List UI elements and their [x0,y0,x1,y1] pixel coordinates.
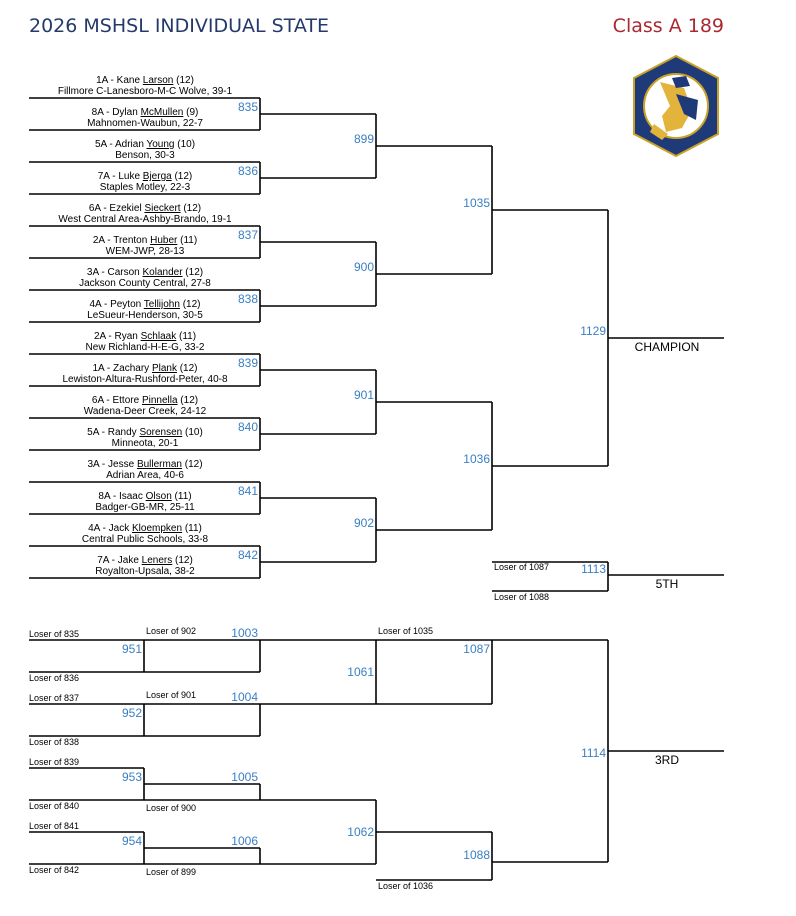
match-number: 1087 [463,642,490,656]
consolation-source: Loser of 902 [146,626,196,636]
match-number: 952 [122,706,142,720]
wrestler-name: 2A - Ryan Schlaak (11) [94,331,196,342]
consolation-source: Loser of 836 [29,673,79,683]
mshsl-wrestling-logo [633,54,719,158]
wrestler-name: 5A - Randy Sorensen (10) [87,427,203,438]
consolation-source: Loser of 899 [146,867,196,877]
wrestler-school: Mahnomen-Waubun, 22-7 [87,118,203,129]
consolation-source: Loser of 838 [29,737,79,747]
match-number: 951 [122,642,142,656]
final-match-number: 1129 [580,324,606,338]
consolation-source: Loser of 840 [29,801,79,811]
consolation-source: Loser of 900 [146,803,196,813]
match-number: 1004 [231,690,258,704]
wrestler-school: Staples Motley, 22-3 [100,182,191,193]
match-number: 1005 [231,770,258,784]
match-number: 1006 [231,834,258,848]
wrestler-name: 7A - Jake Leners (12) [97,555,193,566]
wrestler-name: 6A - Ezekiel Sieckert (12) [89,203,201,214]
wrestler-school: Adrian Area, 40-6 [106,470,184,481]
wrestler-name: 7A - Luke Bjerga (12) [98,171,193,182]
page-title: 2026 MSHSL INDIVIDUAL STATE [29,15,329,37]
match-number: 837 [238,228,258,242]
wrestler-school: West Central Area-Ashby-Brando, 19-1 [58,214,232,225]
wrestler-name: 4A - Peyton Tellijohn (12) [90,299,201,310]
wrestler-name: 8A - Isaac Olson (11) [98,491,191,502]
fifth-place-label: 5TH [656,577,679,591]
fifth-source-bottom: Loser of 1088 [494,592,549,602]
consolation-source: Loser of 1035 [378,626,433,636]
wrestler-school: Lewiston-Altura-Rushford-Peter, 40-8 [62,374,228,385]
wrestler-name: 8A - Dylan McMullen (9) [92,107,199,118]
consolation-source: Loser of 835 [29,629,79,639]
wrestler-school: Jackson County Central, 27-8 [79,278,211,289]
third-match-number: 1114 [581,746,606,760]
wrestler-name: 1A - Zachary Plank (12) [92,363,197,374]
fifth-match-number: 1113 [581,562,606,576]
wrestler-school: LeSueur-Henderson, 30-5 [87,310,203,321]
wrestler-school: New Richland-H-E-G, 33-2 [86,342,205,353]
match-number: 901 [354,388,374,402]
wrestler-name: 5A - Adrian Young (10) [95,139,195,150]
consolation-source: Loser of 842 [29,865,79,875]
match-number: 1036 [463,452,490,466]
match-number: 835 [238,100,258,114]
third-place-label: 3RD [655,753,679,767]
match-number: 954 [122,834,142,848]
wrestler-school: Royalton-Upsala, 38-2 [95,566,195,577]
class-weight-title: Class A 189 [612,15,724,37]
match-number: 1088 [463,848,490,862]
wrestler-school: Central Public Schools, 33-8 [82,534,209,545]
fifth-source-top: Loser of 1087 [494,562,549,572]
match-number: 840 [238,420,258,434]
consolation-source: Loser of 841 [29,821,79,831]
wrestler-school: Benson, 30-3 [115,150,175,161]
wrestler-school: Wadena-Deer Creek, 24-12 [84,406,207,417]
consolation-source: Loser of 1036 [378,881,433,891]
champion-label: CHAMPION [635,340,700,354]
match-number: 1035 [463,196,490,210]
consolation-source: Loser of 839 [29,757,79,767]
wrestler-name: 6A - Ettore Pinnella (12) [92,395,198,406]
match-number: 900 [354,260,374,274]
match-number: 836 [238,164,258,178]
match-number: 1061 [347,665,374,679]
match-number: 899 [354,132,374,146]
wrestler-name: 1A - Kane Larson (12) [96,75,194,86]
wrestler-school: Badger-GB-MR, 25-11 [95,502,195,513]
consolation-source: Loser of 837 [29,693,79,703]
wrestler-school: Fillmore C-Lanesboro-M-C Wolve, 39-1 [58,86,233,97]
match-number: 838 [238,292,258,306]
wrestler-school: WEM-JWP, 28-13 [106,246,185,257]
match-number: 902 [354,516,374,530]
match-number: 953 [122,770,142,784]
match-number: 839 [238,356,258,370]
match-number: 841 [238,484,258,498]
wrestler-name: 3A - Jesse Bullerman (12) [87,459,202,470]
consolation-source: Loser of 901 [146,690,196,700]
wrestler-name: 4A - Jack Kloempken (11) [88,523,202,534]
match-number: 842 [238,548,258,562]
match-number: 1003 [231,626,258,640]
wrestler-school: Minneota, 20-1 [112,438,179,449]
match-number: 1062 [347,825,374,839]
wrestler-name: 3A - Carson Kolander (12) [87,267,203,278]
wrestler-name: 2A - Trenton Huber (11) [93,235,197,246]
